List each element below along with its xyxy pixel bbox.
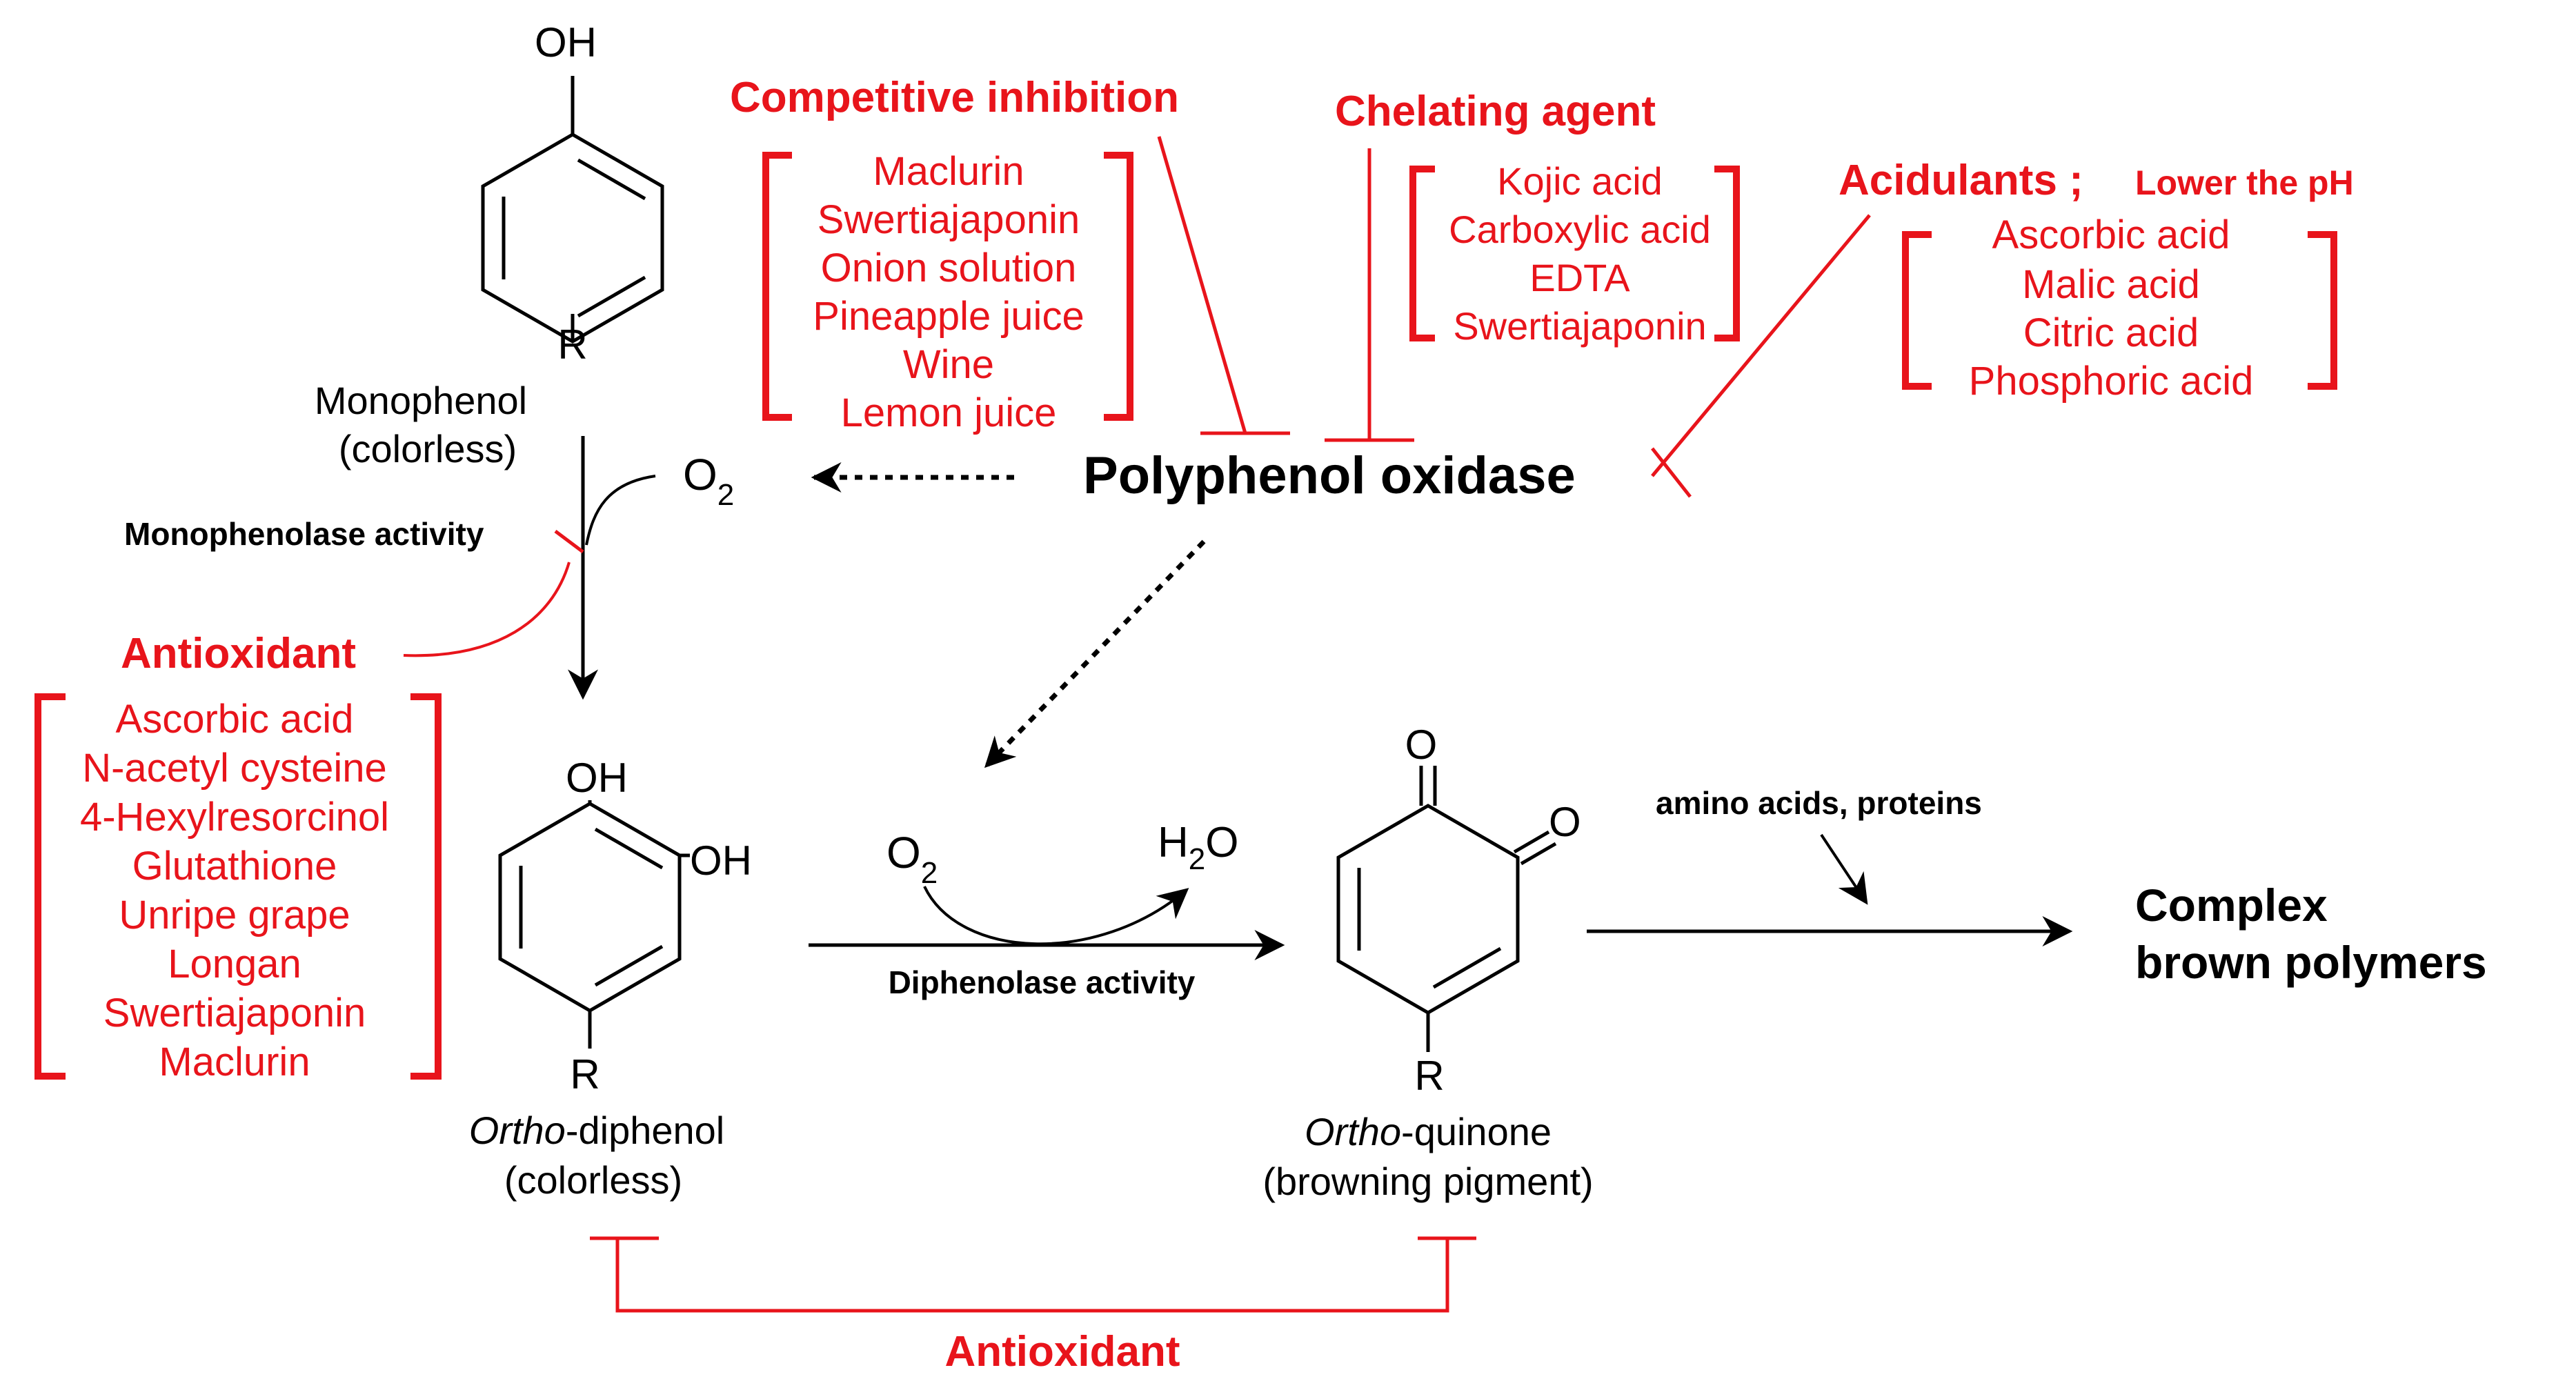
monophenol-structure: [481, 76, 664, 344]
amino-acids-arrow: [1820, 833, 1868, 905]
chelating-brackets: [1409, 166, 1740, 341]
acidulants-item-1: Ascorbic acid: [1992, 212, 2230, 257]
antioxidant-left-item-6: Longan: [168, 942, 301, 986]
competitive-item-1: Maclurin: [873, 149, 1024, 194]
diphenol-desc: (colorless): [504, 1158, 682, 1202]
antioxidant-left-title: Antioxidant: [121, 630, 356, 677]
ppo-to-diphenolase-dotted: [984, 539, 1206, 768]
competitive-item-4: Pineapple juice: [813, 294, 1084, 339]
monophenol-name: Monophenol: [315, 379, 527, 422]
diphenol-oh-1: OH: [566, 755, 628, 801]
competitive-item-6: Lemon juice: [841, 390, 1057, 435]
antioxidant-left-item-4: Glutathione: [132, 844, 337, 889]
polyphenol-oxidase-label: Polyphenol oxidase: [1083, 446, 1576, 505]
quinone-desc: (browning pigment): [1262, 1160, 1593, 1203]
chelating-item-4: Swertiajaponin: [1453, 304, 1706, 348]
competitive-title: Competitive inhibition: [730, 74, 1179, 121]
diphenol-name: Ortho-diphenol: [469, 1109, 724, 1152]
product-line-2: brown polymers: [2135, 937, 2487, 988]
chelating-inhibition-line: [1325, 148, 1414, 442]
quinone-structure: [1336, 766, 1557, 1052]
quinone-o-2: O: [1549, 799, 1581, 845]
monophenol-r: R: [557, 321, 587, 368]
antioxidant-left-inhibition: [403, 530, 584, 657]
h2o-label: H2O: [1158, 819, 1239, 876]
antioxidant-left-item-7: Swertiajaponin: [103, 991, 366, 1035]
chelating-item-3: EDTA: [1529, 256, 1630, 299]
competitive-brackets: [762, 152, 1133, 421]
competitive-item-2: Swertiajaponin: [818, 197, 1080, 242]
diphenol-structure: [498, 800, 690, 1049]
antioxidant-left-item-1: Ascorbic acid: [116, 697, 354, 742]
quinone-r: R: [1414, 1053, 1444, 1099]
o2-to-h2o-curve: [923, 886, 1189, 946]
antioxidant-left-item-5: Unripe grape: [119, 893, 350, 937]
amino-acids-label: amino acids, proteins: [1656, 785, 1982, 821]
antioxidant-left-item-2: N-acetyl cysteine: [82, 746, 387, 791]
antioxidant-left-item-3: 4-Hexylresorcinol: [80, 795, 389, 840]
competitive-inhibition-line: [1157, 136, 1290, 435]
quinone-o-1: O: [1405, 722, 1438, 768]
product-line-1: Complex: [2135, 880, 2328, 931]
o2-top-label: O2: [683, 450, 734, 512]
acidulants-item-2: Malic acid: [2022, 262, 2200, 307]
monophenolase-label: Monophenolase activity: [124, 516, 484, 552]
antioxidant-left-brackets: [34, 693, 442, 1080]
acidulants-inhibition-line: [1651, 214, 1871, 498]
acidulants-brackets: [1902, 231, 2337, 390]
monophenol-oh: OH: [535, 19, 597, 66]
chelating-item-2: Carboxylic acid: [1449, 208, 1711, 251]
diphenol-r: R: [570, 1051, 600, 1098]
chelating-title: Chelating agent: [1335, 88, 1656, 135]
competitive-item-5: Wine: [903, 342, 994, 387]
diphenolase-label: Diphenolase activity: [889, 964, 1196, 1000]
quinone-name: Ortho-quinone: [1305, 1110, 1552, 1153]
o2-mid-label: O2: [886, 828, 938, 890]
antioxidant-bottom-inhibition: [590, 1236, 1476, 1313]
chelating-item-1: Kojic acid: [1497, 159, 1663, 203]
competitive-item-3: Onion solution: [821, 246, 1077, 290]
o2-consumption-curve: [585, 475, 656, 546]
acidulants-title: Acidulants ;: [1839, 157, 2083, 204]
acidulants-item-4: Phosphoric acid: [1969, 359, 2254, 404]
acidulants-item-3: Citric acid: [2023, 310, 2199, 355]
monophenol-desc: (colorless): [339, 427, 517, 470]
diphenol-oh-2: OH: [690, 837, 752, 884]
acidulants-subtitle: Lower the pH: [2135, 163, 2354, 202]
antioxidant-bottom-title: Antioxidant: [945, 1328, 1180, 1376]
antioxidant-left-item-8: Maclurin: [159, 1040, 310, 1084]
